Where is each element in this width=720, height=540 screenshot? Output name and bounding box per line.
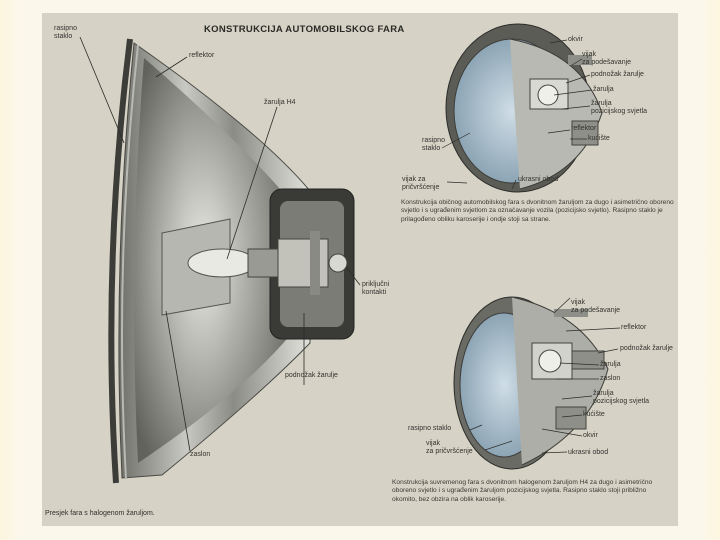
- br-label-zarulja-pozicijskog: žarulja pozicijskog svjetla: [593, 390, 649, 406]
- label-prikljucni-kontakti: priključni kontakti: [362, 281, 389, 297]
- br-label-kuciste: kućište: [583, 411, 605, 419]
- br-label-zarulja: žarulja: [600, 361, 621, 369]
- tr-label-ukrasni-obod: ukrasni obod: [518, 176, 558, 184]
- br-label-ukrasni-obod: ukrasni obod: [568, 449, 608, 457]
- tr-label-vijak-podesavanje: vijak za podešavanje: [582, 51, 631, 67]
- top-caption: Konstrukcija običnog automobilskog fara …: [401, 199, 678, 224]
- br-label-podnozak-zarulje: podnožak žarulje: [620, 345, 673, 353]
- br-label-rasipno-staklo: rasipno staklo: [408, 425, 451, 433]
- label-reflektor: reflektor: [189, 52, 214, 60]
- label-zaslon: zaslon: [190, 451, 210, 459]
- classic-headlamp-drawing: [446, 24, 602, 192]
- modern-headlamp-drawing: [454, 297, 608, 469]
- main-figure-caption: Presjek fara s halogenom žaruljom.: [45, 510, 155, 517]
- label-podnozak-zarulje: podnožak žarulje: [285, 372, 338, 380]
- label-rasipno-staklo: rasipno staklo: [54, 25, 77, 41]
- br-label-vijak-pricvrscenje: vijak za pričvršćenje: [426, 440, 473, 456]
- br-label-vijak-podesavanje: vijak za podešavanje: [571, 299, 620, 315]
- br-label-reflektor: reflektor: [621, 324, 646, 332]
- br-label-okvir: okvir: [583, 432, 598, 440]
- label-zarulja-h4: žarulja H4: [264, 99, 296, 107]
- tr-label-kuciste: kućište: [588, 135, 610, 143]
- br-label-zaslon: zaslon: [600, 375, 620, 383]
- tr-label-reflektor: reflektor: [571, 125, 596, 133]
- tr-label-vijak-pricvrscenje: vijak za pričvršćenje: [402, 176, 439, 192]
- main-headlamp-section: [111, 39, 354, 483]
- tr-label-zarulja: žarulja: [593, 86, 614, 94]
- tr-label-okvir: okvir: [568, 36, 583, 44]
- figure-page: KONSTRUKCIJA AUTOMOBILSKOG FARA rasipno …: [42, 13, 678, 526]
- bottom-right-caption: Konstrukcija suvremenog fara s dvonitnom…: [392, 479, 670, 504]
- tr-label-zarulja-pozicijskog: žarulja pozicijskog svjetla: [591, 100, 647, 116]
- tr-label-podnozak-zarulje: podnožak žarulje: [591, 71, 644, 79]
- figure-title: KONSTRUKCIJA AUTOMOBILSKOG FARA: [204, 24, 405, 35]
- tr-label-rasipno-staklo: rasipno staklo: [422, 137, 445, 153]
